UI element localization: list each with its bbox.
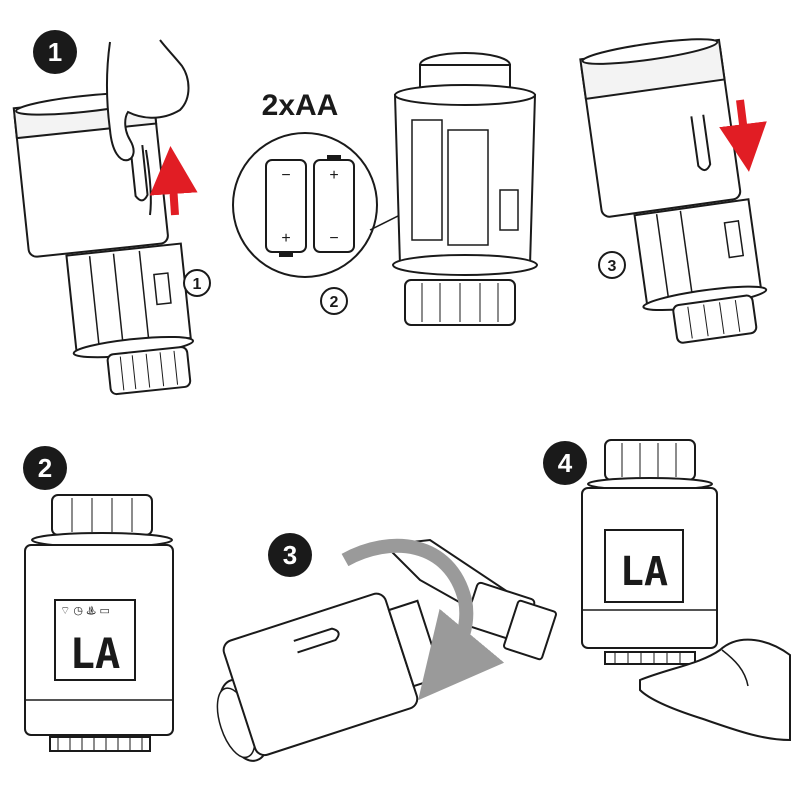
display-readout: LA xyxy=(620,549,668,595)
sub-step-2-label: 2 xyxy=(320,287,348,315)
svg-text:+: + xyxy=(329,167,338,184)
slide-up-arrow xyxy=(149,146,198,216)
thermostat-installed-device: LA xyxy=(581,439,718,665)
display-status-icons: ⌔ ◷ ♨ ▭ xyxy=(60,605,110,617)
step-4-badge: 4 xyxy=(543,441,587,485)
display-readout: LA xyxy=(70,629,121,678)
battery-compartment-device xyxy=(392,52,538,326)
hand-icon xyxy=(639,638,791,742)
svg-text:+: + xyxy=(281,230,290,247)
sub-step-1-label: 1 xyxy=(183,269,211,297)
svg-text:2: 2 xyxy=(38,453,52,483)
svg-text:4: 4 xyxy=(558,448,573,478)
slide-down-arrow xyxy=(719,99,767,172)
sub-step-3-label: 3 xyxy=(598,251,626,279)
svg-text:⌔ ◷ ♨ ▭: ⌔ ◷ ♨ ▭ xyxy=(60,605,110,617)
thermostat-display-device: ⌔ ◷ ♨ ▭ LA xyxy=(24,494,174,752)
svg-text:2xAA: 2xAA xyxy=(262,89,339,122)
step-3-panel: 3 xyxy=(216,533,557,762)
step-1-panel: 1 xyxy=(12,30,768,396)
svg-text:2: 2 xyxy=(330,294,339,311)
battery-aa-1: − + xyxy=(265,159,307,257)
step-2-panel: 2 ⌔ ◷ ♨ ▭ LA xyxy=(23,446,174,752)
step-2-badge: 2 xyxy=(23,446,67,490)
thermostat-open-device xyxy=(12,92,195,396)
battery-aa-2: + − xyxy=(313,155,355,253)
svg-text:1: 1 xyxy=(193,276,202,293)
thermostat-close-device xyxy=(579,38,768,344)
step-1-badge: 1 xyxy=(33,30,77,74)
step-3-badge: 3 xyxy=(268,533,312,577)
rotate-arrow xyxy=(341,538,505,701)
battery-callout: 2xAA − + + − xyxy=(232,89,421,278)
thermostat-mounting-device xyxy=(216,592,444,762)
step-4-panel: 4 LA xyxy=(543,439,791,742)
svg-text:−: − xyxy=(329,230,338,247)
svg-text:3: 3 xyxy=(608,258,617,275)
svg-text:1: 1 xyxy=(48,37,62,67)
svg-text:−: − xyxy=(281,167,290,184)
svg-text:3: 3 xyxy=(283,540,297,570)
